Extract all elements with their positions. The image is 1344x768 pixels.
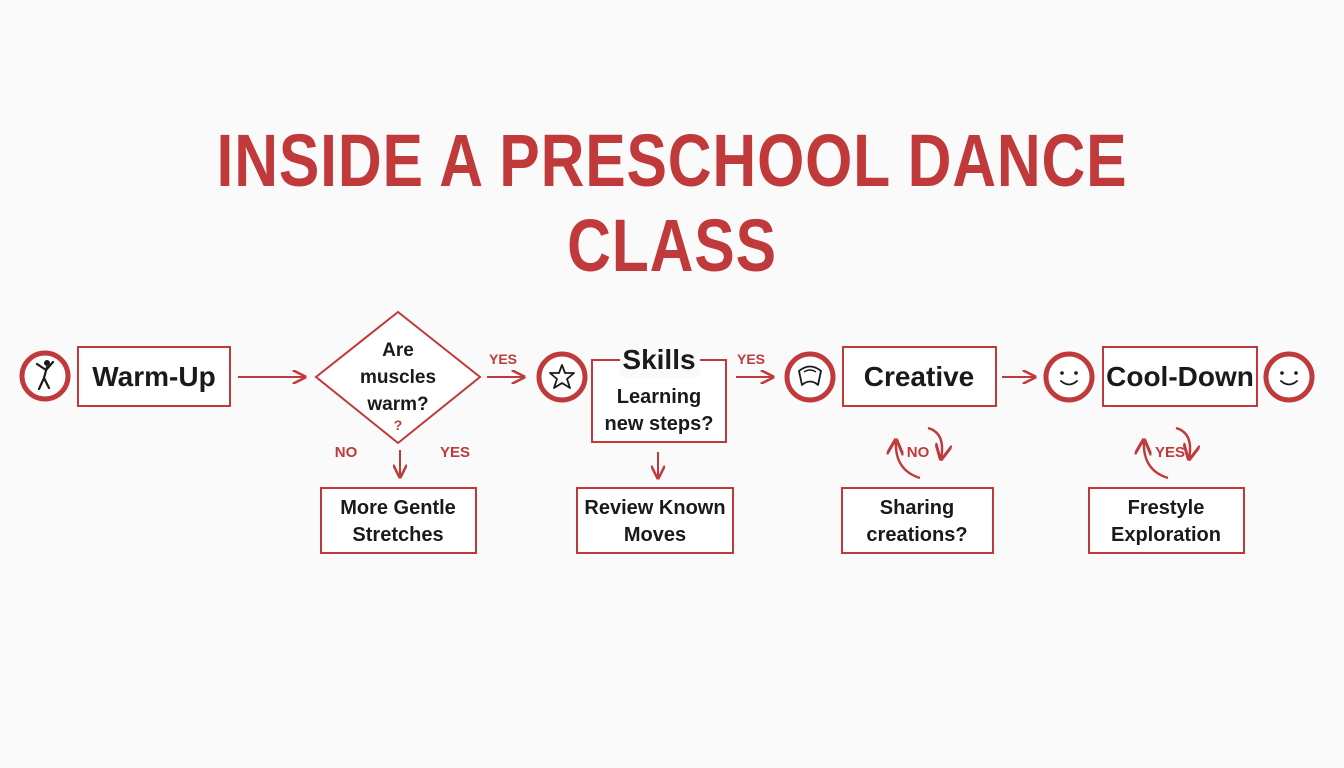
decision-line-1: Are: [382, 340, 414, 361]
sharing-line-2: creations?: [866, 524, 967, 546]
no-label-creative: NO: [907, 444, 930, 461]
yes-label-after-decision: YES: [489, 351, 517, 367]
cooldown-node: Cool-Down: [1102, 346, 1258, 407]
sharing-creations-node: Sharing creations?: [841, 487, 994, 554]
freestyle-line-2: Exploration: [1111, 524, 1221, 546]
creative-label: Creative: [864, 361, 975, 392]
review-moves-node: Review Known Moves: [576, 487, 734, 554]
decision-node: Are muscles warm? ?: [314, 310, 482, 445]
dancer-icon: [19, 350, 71, 402]
smiley-icon: [1263, 351, 1315, 403]
sharing-line-1: Sharing: [880, 497, 954, 519]
skills-node: Skills Learning new steps?: [591, 343, 727, 443]
gentle-line-2: Stretches: [352, 524, 443, 546]
page-title: INSIDE A PRESCHOOL DANCE CLASS: [216, 119, 1128, 287]
warmup-node: Warm-Up: [77, 346, 231, 407]
freestyle-exploration-node: Frestyle Exploration: [1088, 487, 1245, 554]
yes-label-decision: YES: [440, 444, 470, 461]
creative-node: Creative: [842, 346, 997, 407]
scarf-icon: [784, 351, 836, 403]
skills-sub-line-2: new steps?: [605, 413, 714, 435]
review-line-2: Moves: [624, 524, 686, 546]
smiley-icon: [1043, 351, 1095, 403]
decision-line-3: warm?: [366, 394, 428, 415]
yes-label-cooldown: YES: [1155, 444, 1185, 461]
gentle-stretches-node: More Gentle Stretches: [320, 487, 477, 554]
yes-label-after-skills: YES: [737, 351, 765, 367]
decision-line-2: muscles: [360, 367, 436, 388]
skills-title: Skills: [622, 344, 695, 375]
decision-question-mark: ?: [394, 417, 403, 433]
review-line-1: Review Known: [584, 497, 725, 519]
cooldown-label: Cool-Down: [1106, 361, 1254, 392]
loop-arrows-cooldown: [1144, 426, 1190, 480]
gentle-line-1: More Gentle: [340, 497, 456, 519]
no-label-decision: NO: [335, 444, 358, 461]
star-icon: [536, 351, 588, 403]
warmup-label: Warm-Up: [92, 361, 215, 392]
loop-arrows-creative: [896, 426, 942, 480]
skills-sub-line-1: Learning: [617, 386, 701, 408]
freestyle-line-1: Frestyle: [1128, 497, 1205, 519]
